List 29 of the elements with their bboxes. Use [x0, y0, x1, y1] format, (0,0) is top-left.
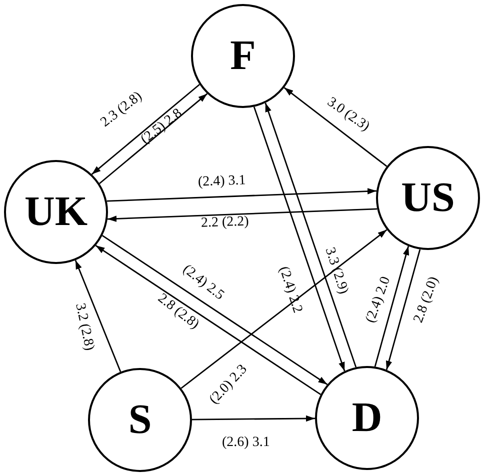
edge-label: 3.0 (2.3) — [324, 96, 372, 134]
edge-label: (2.0) 2.3 — [207, 362, 250, 408]
country-code: UK — [24, 191, 88, 233]
edge-label: (2.6) 3.1 — [222, 436, 270, 450]
arrow — [374, 246, 410, 367]
edge-label: (2.4) 2.0 — [364, 275, 394, 325]
arrow — [74, 260, 122, 372]
arrow — [99, 93, 208, 184]
country-code: S — [128, 399, 152, 441]
arrow — [91, 84, 200, 175]
edge-label: (2.4) 3.1 — [198, 174, 246, 190]
arrow — [264, 102, 357, 368]
arrow — [107, 208, 378, 222]
arrow — [106, 188, 377, 202]
arrow — [102, 234, 328, 386]
edge-label: 2.3 (2.8) — [98, 90, 146, 130]
country-code: F — [230, 35, 256, 77]
edge-label: 3.2 (2.8) — [72, 302, 96, 352]
arrow — [192, 415, 315, 422]
country-code: D — [352, 397, 382, 439]
country-code: US — [401, 177, 455, 219]
arrow — [180, 229, 388, 389]
arrow — [253, 106, 346, 372]
arrow — [284, 87, 388, 167]
edge-label: 2.8 (2.0) — [412, 275, 442, 325]
edge-label: (2.4) 2.2 — [276, 265, 304, 315]
edge-label: 2.2 (2.2) — [200, 215, 250, 231]
arrow — [95, 244, 322, 396]
arrow — [386, 249, 421, 370]
